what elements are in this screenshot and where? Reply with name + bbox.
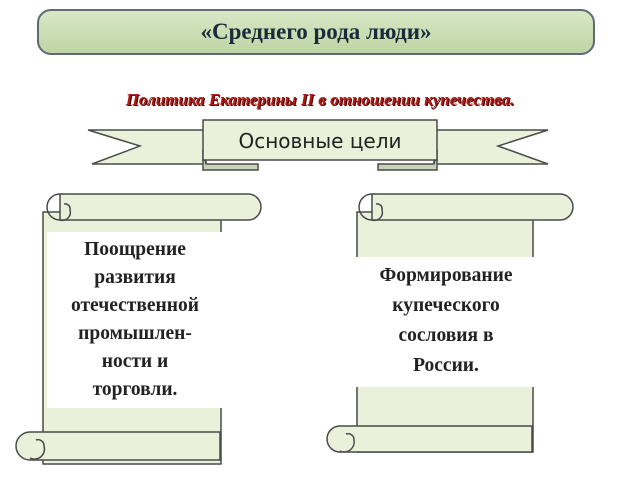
left-scroll-text: Поощрение развития отечественной промышл… [47, 232, 223, 408]
subtitle: Политика Екатерины II в отношении купече… [125, 90, 515, 109]
right-scroll-text: Формирование купеческого сословия в Росс… [353, 257, 539, 387]
ribbon-left-fold [202, 149, 259, 171]
ribbon-right-tail [433, 129, 549, 165]
banner-label: Основные цели [238, 129, 402, 153]
ribbon-center [202, 119, 438, 161]
page-title: «Среднего рода люди» [37, 9, 595, 55]
ribbon-left-tail [87, 129, 207, 165]
ribbon-banner [87, 119, 549, 171]
ribbon-right-fold [377, 149, 438, 171]
